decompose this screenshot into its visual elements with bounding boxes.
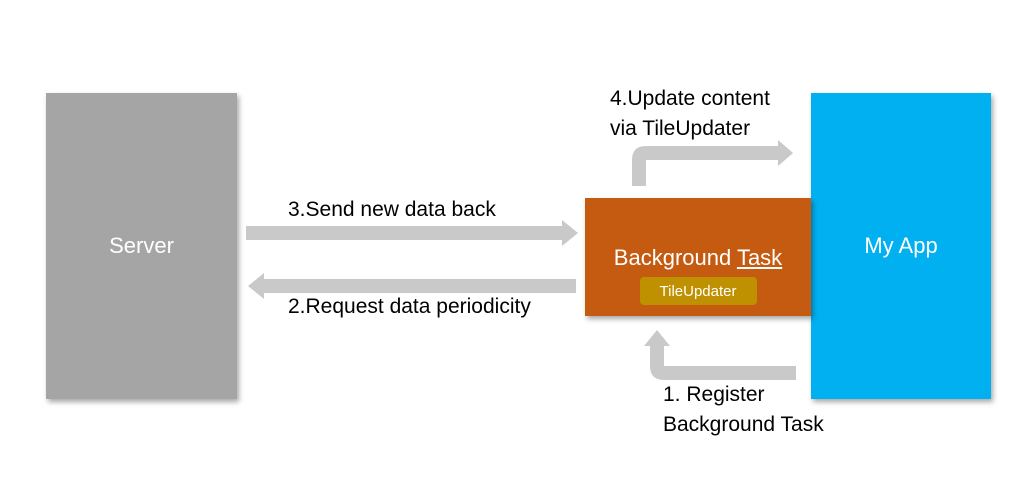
arrow-update-content bbox=[632, 140, 793, 186]
background-task-node: Background Task TileUpdater bbox=[585, 198, 811, 316]
background-task-title-underlined: Task bbox=[736, 245, 783, 270]
step1-label: 1. Register Background Task bbox=[663, 380, 824, 440]
arrow-register-task bbox=[644, 330, 796, 380]
step2-label: 2.Request data periodicity bbox=[288, 295, 531, 318]
server-label: Server bbox=[109, 233, 174, 258]
tile-updater-label: TileUpdater bbox=[659, 282, 737, 300]
step4-label: 4.Update content via TileUpdater bbox=[610, 84, 770, 144]
background-task-title-prefix: Background bbox=[613, 245, 737, 270]
my-app-label: My App bbox=[864, 233, 938, 258]
arrow-request-data bbox=[248, 273, 576, 299]
tile-updater-badge: TileUpdater bbox=[639, 277, 757, 305]
step1-label-line2: Background Task bbox=[663, 413, 824, 436]
step4-label-line2: via TileUpdater bbox=[610, 117, 751, 140]
arrow-send-data-back bbox=[246, 220, 578, 246]
background-task-title: Background Task bbox=[614, 245, 782, 271]
server-node: Server bbox=[46, 93, 237, 399]
my-app-node: My App bbox=[811, 93, 991, 399]
step4-label-line1: 4.Update content bbox=[610, 87, 770, 110]
step3-label: 3.Send new data back bbox=[288, 198, 496, 221]
step1-label-line1: 1. Register bbox=[663, 383, 765, 406]
